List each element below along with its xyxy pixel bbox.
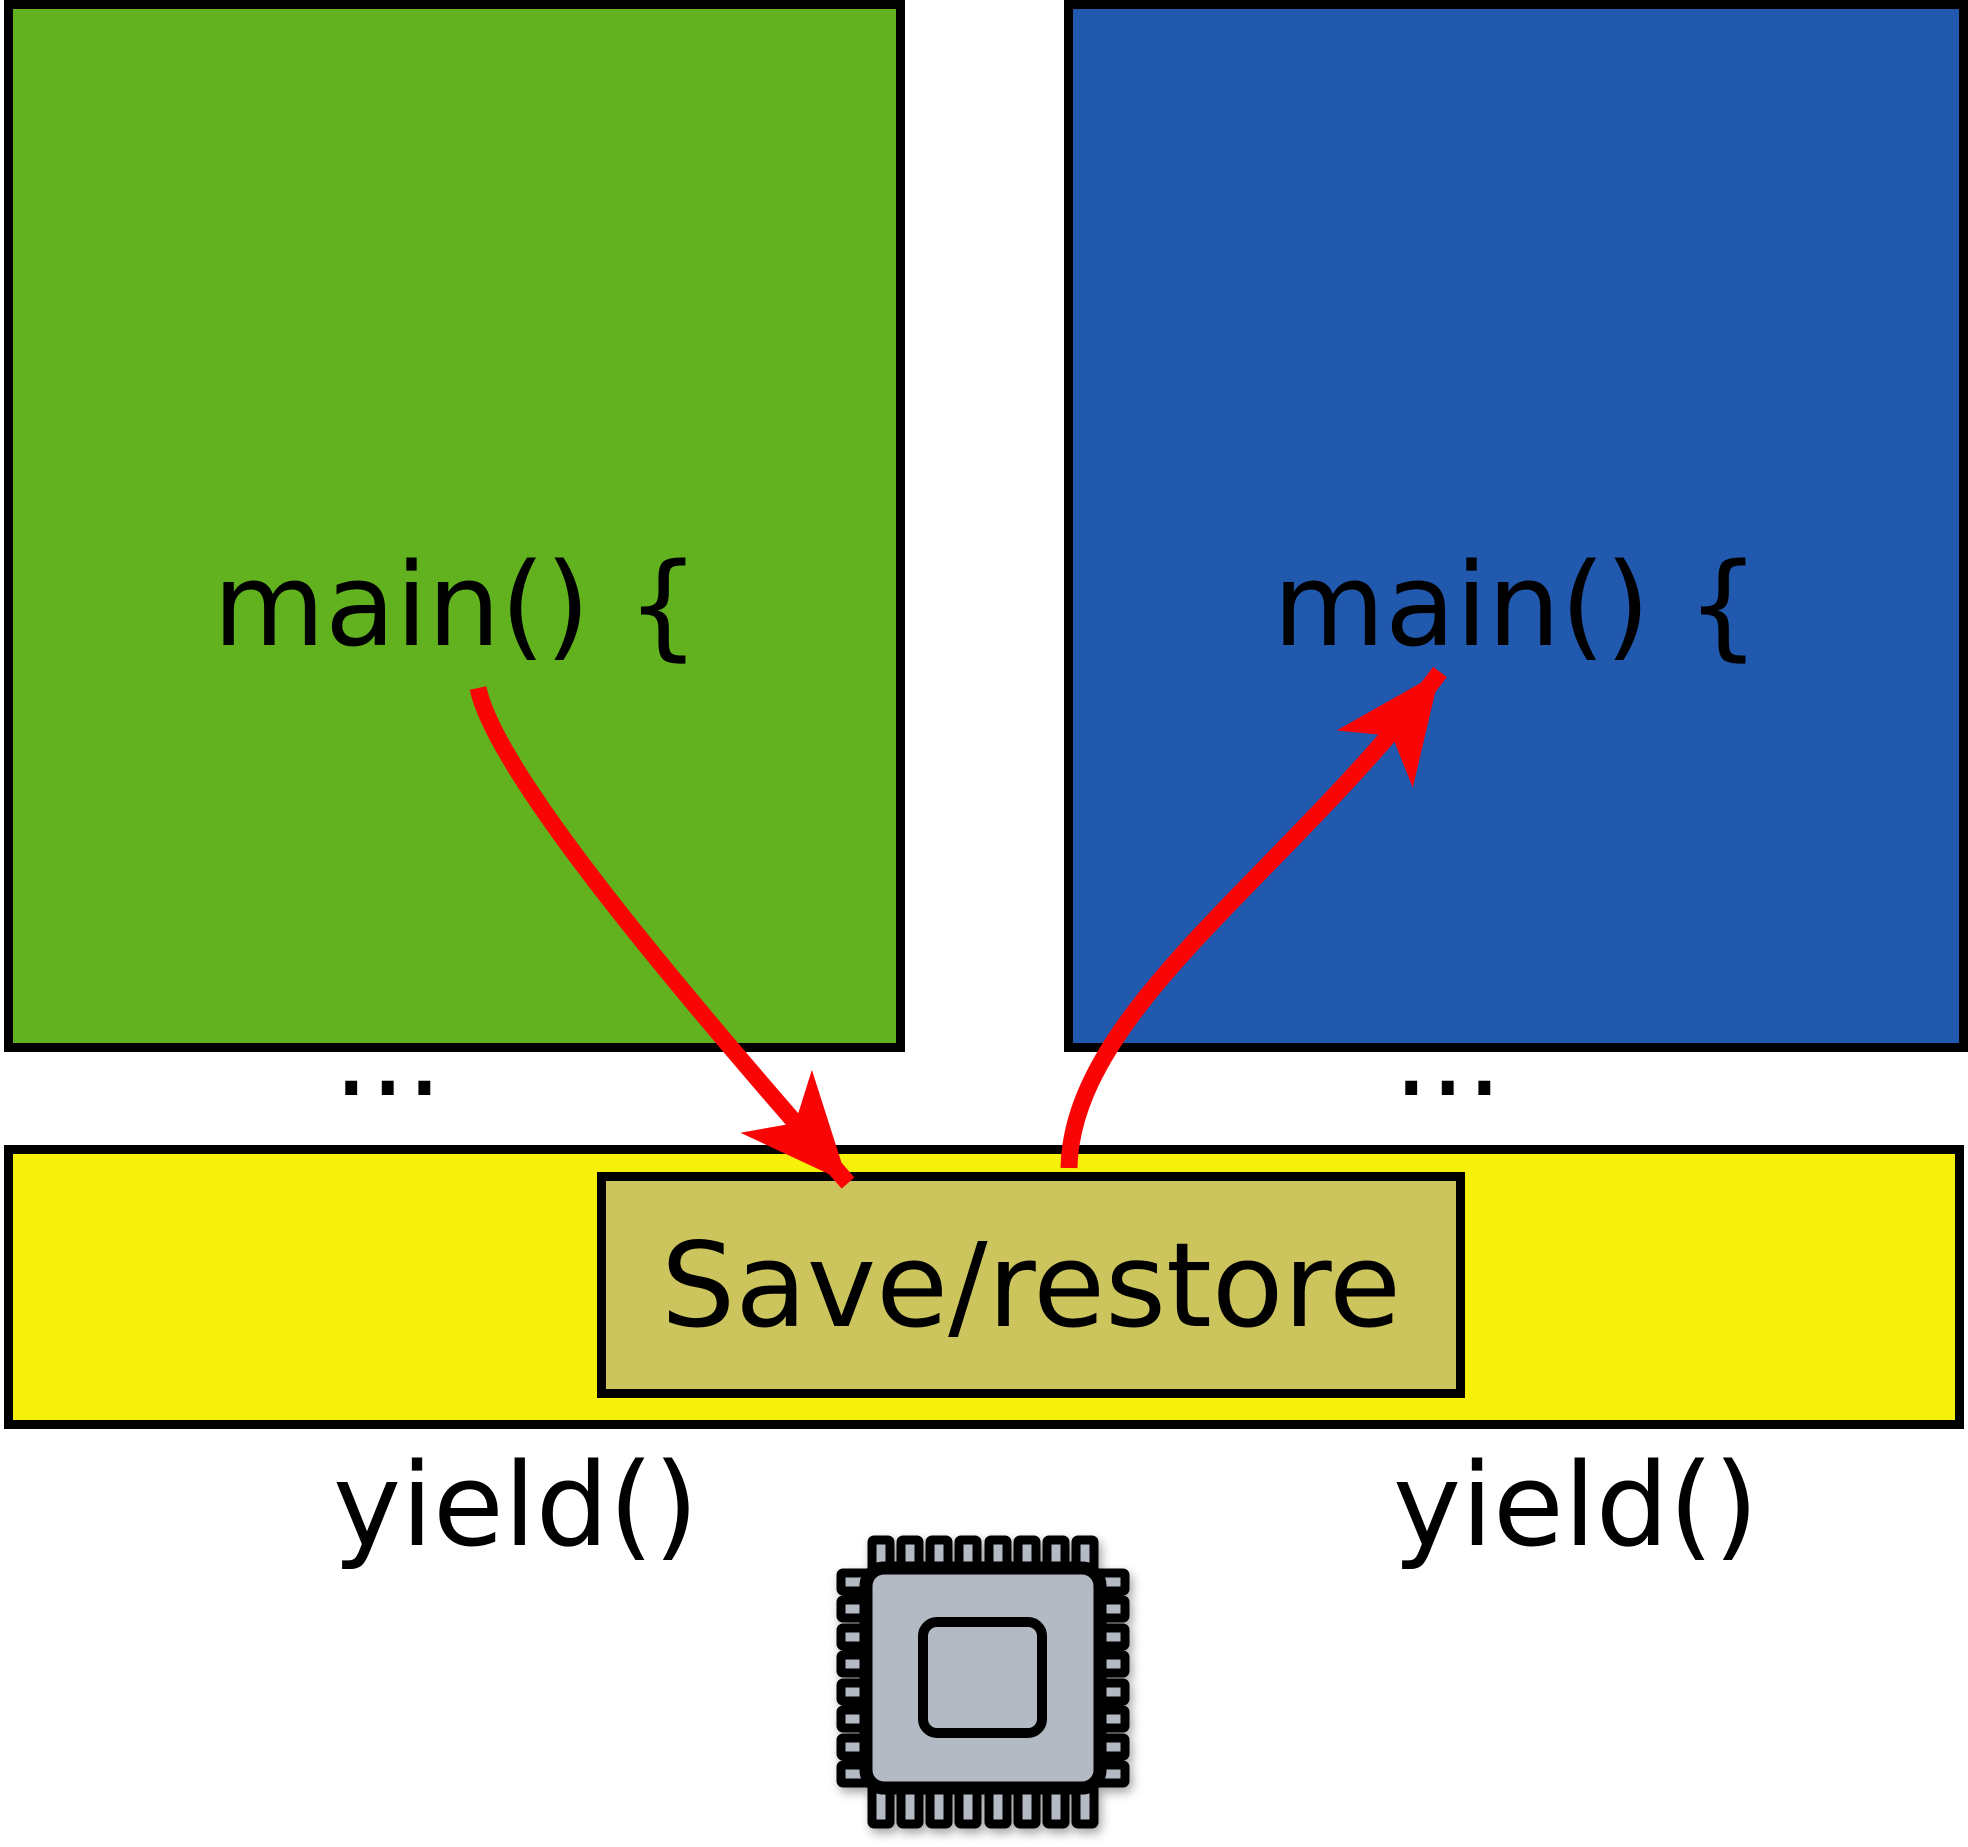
green-code-line-yield: yield() [333, 1439, 699, 1573]
green-code-line-dots: ... [333, 989, 443, 1123]
blue-code-line-yield: yield() [1393, 1439, 1759, 1573]
blue-code-block: main() { ... yield() } [1073, 9, 1959, 1847]
green-code-block: main() { ... yield() } [13, 9, 896, 1847]
green-code-line-main: main() { [213, 539, 700, 673]
save-restore-label: Save/restore [660, 1216, 1402, 1354]
thread-box-green: main() { ... yield() } [4, 0, 905, 1573]
save-restore-box: Save/restore [597, 1172, 1465, 1398]
thread-box-blue: main() { ... yield() } [1064, 0, 1968, 1573]
cpu-chip-icon [836, 1535, 1130, 1829]
cpu-die [918, 1617, 1047, 1738]
blue-code-line-dots: ... [1393, 989, 1503, 1123]
blue-code-line-main: main() { [1273, 539, 1760, 673]
